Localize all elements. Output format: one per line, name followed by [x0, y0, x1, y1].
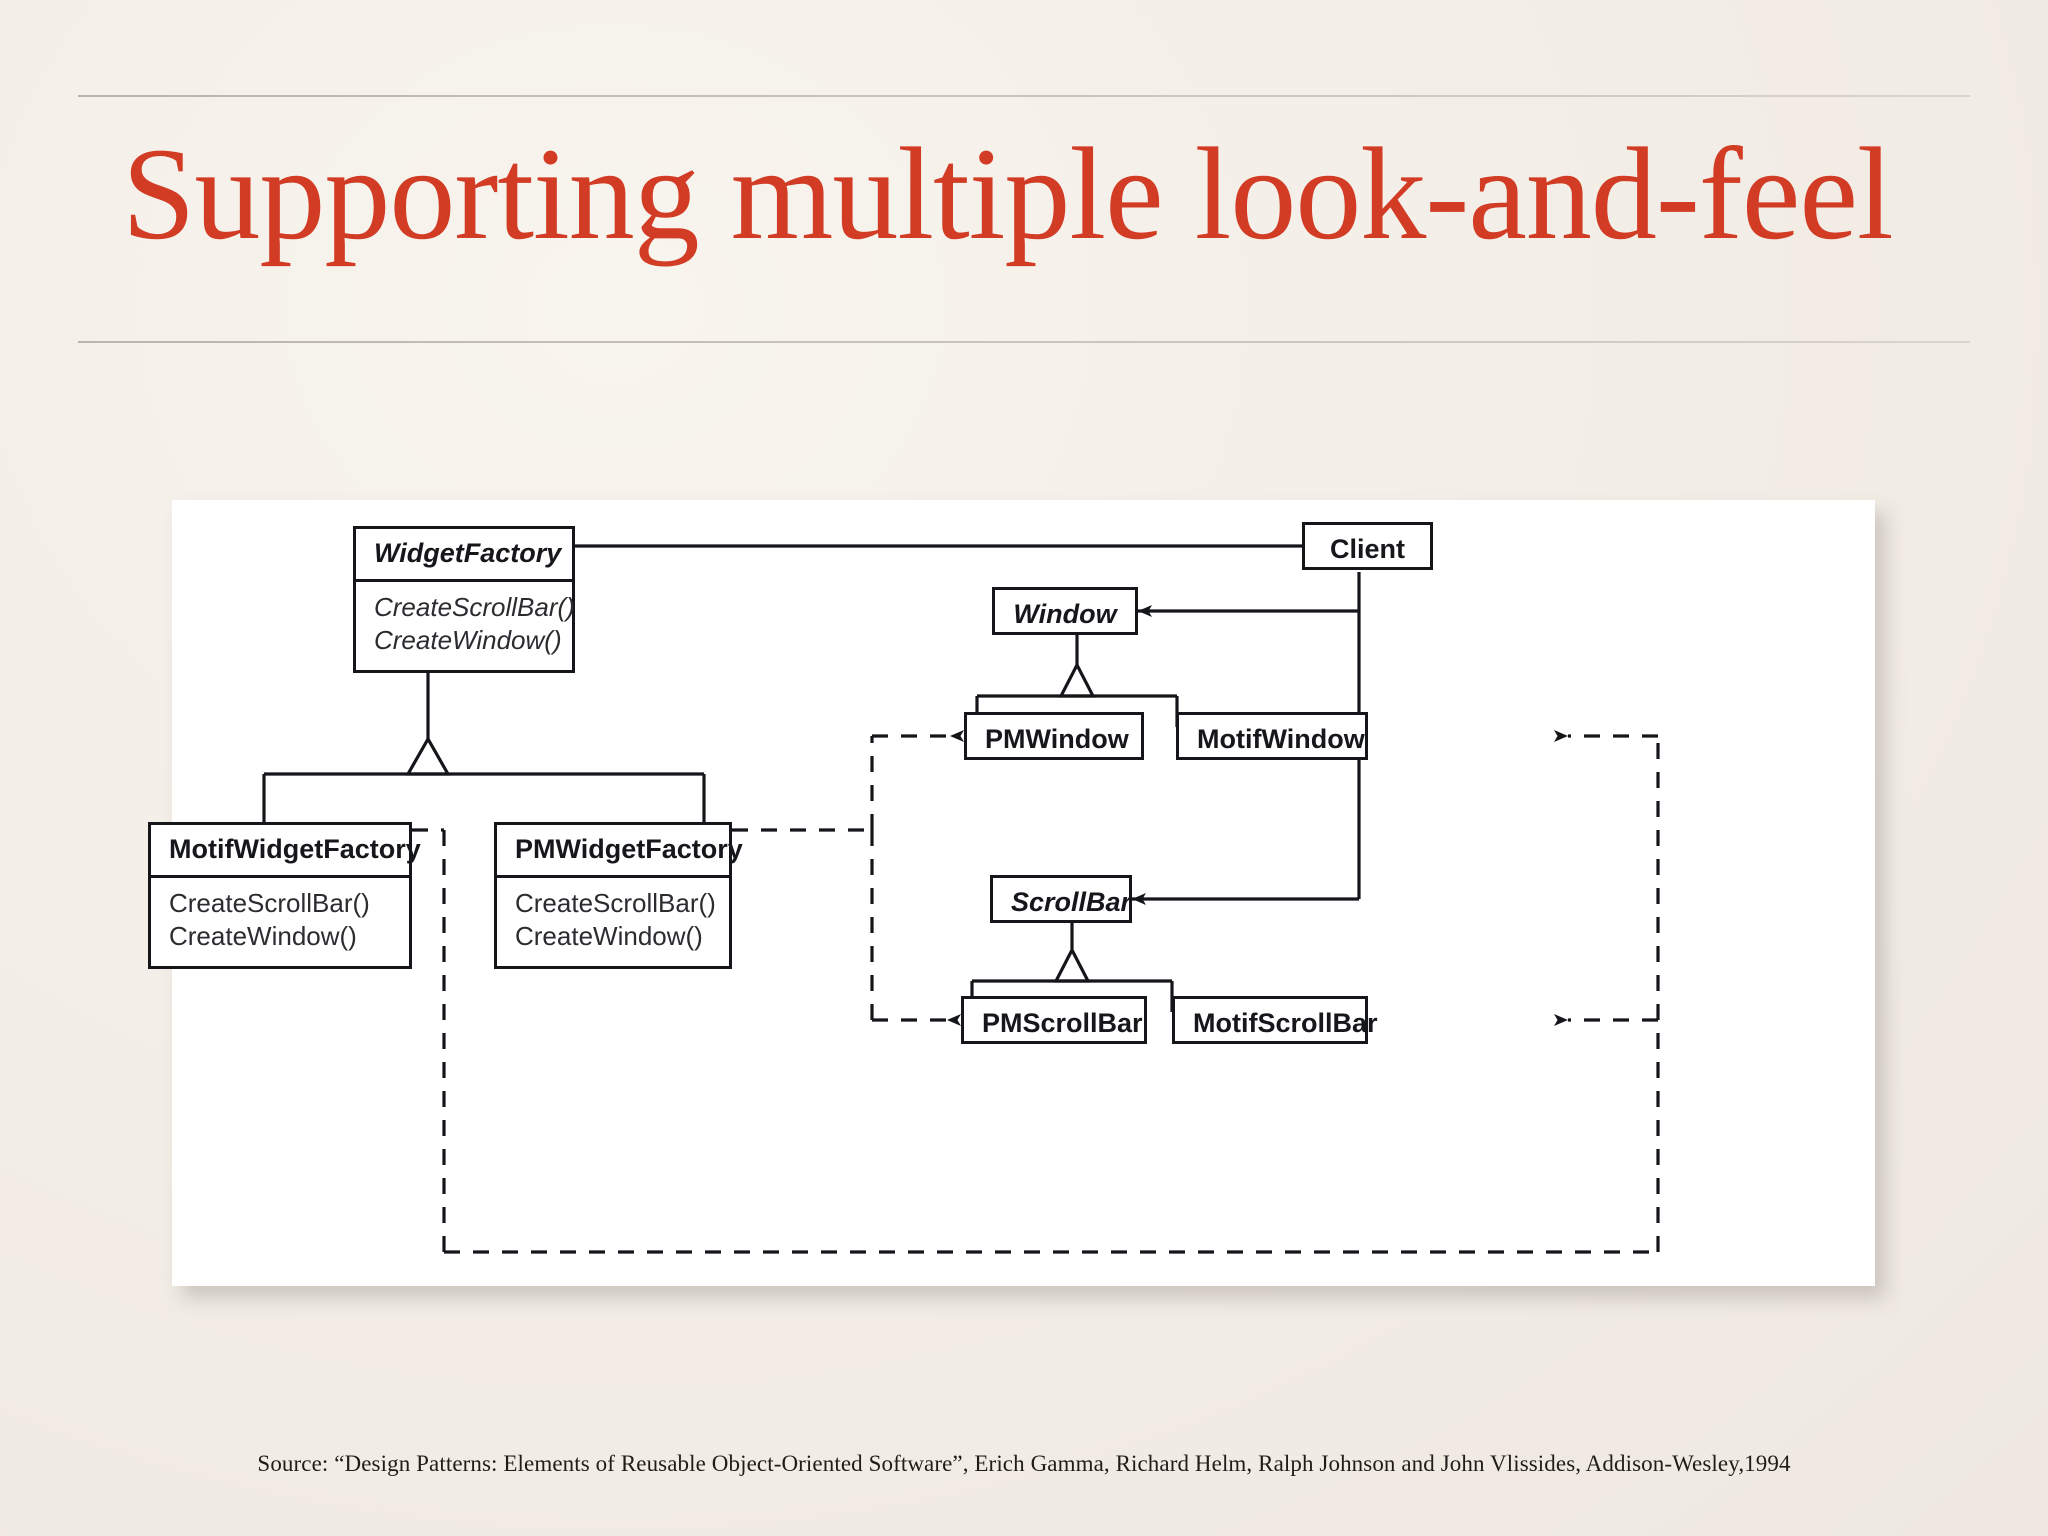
header-divider-bottom [78, 341, 1970, 343]
uml-operation: CreateScrollBar() [374, 592, 575, 622]
uml-class-client[interactable]: Client [1302, 522, 1433, 570]
uml-operation: CreateWindow() [374, 625, 562, 656]
uml-operation: CreateScrollBar() [515, 888, 716, 918]
uml-class-motif-scroll-bar[interactable]: MotifScrollBar [1172, 996, 1378, 1044]
source-citation: Source: “Design Patterns: Elements of Re… [257, 1451, 1791, 1476]
uml-operation: CreateScrollBar() [169, 888, 370, 918]
page-title: Supporting multiple look-and-feel [122, 120, 1894, 267]
uml-class-pm-scroll-bar[interactable]: PMScrollBar [961, 996, 1147, 1044]
uml-operations: CreateScrollBar() CreateWindow() [356, 582, 575, 670]
uml-class-widget-factory[interactable]: WidgetFactory CreateScrollBar() CreateWi… [353, 526, 575, 673]
diagram-connectors [172, 500, 1875, 1286]
uml-class-name: Client [1329, 534, 1405, 564]
uml-class-name: ScrollBar [1011, 887, 1132, 917]
uml-class-window[interactable]: Window [992, 587, 1138, 635]
uml-class-motif-widget-factory[interactable]: MotifWidgetFactory CreateScrollBar() Cre… [148, 822, 421, 969]
uml-class-name: Window [1013, 599, 1117, 629]
uml-operations: CreateScrollBar() CreateWindow() [151, 878, 409, 966]
uml-class-pm-window[interactable]: PMWindow [964, 712, 1144, 760]
uml-class-name: MotifWidgetFactory [151, 825, 421, 878]
uml-class-name: MotifScrollBar [1193, 1008, 1378, 1038]
uml-operations: CreateScrollBar() CreateWindow() [497, 878, 729, 966]
diagram-image-panel: WidgetFactory CreateScrollBar() CreateWi… [148, 500, 1875, 1286]
uml-class-name: PMWidgetFactory [497, 825, 743, 878]
uml-class-name: PMScrollBar [982, 1008, 1143, 1038]
uml-class-name: MotifWindow [1197, 724, 1365, 754]
uml-operation: CreateWindow() [515, 921, 703, 952]
uml-operation: CreateWindow() [169, 921, 357, 952]
uml-class-pm-widget-factory[interactable]: PMWidgetFactory CreateScrollBar() Create… [494, 822, 743, 969]
uml-class-name: WidgetFactory [356, 529, 572, 582]
uml-class-name: PMWindow [985, 724, 1129, 754]
header-divider-top [78, 95, 1970, 97]
uml-class-scroll-bar[interactable]: ScrollBar [990, 875, 1132, 923]
uml-class-motif-window[interactable]: MotifWindow [1176, 712, 1368, 760]
